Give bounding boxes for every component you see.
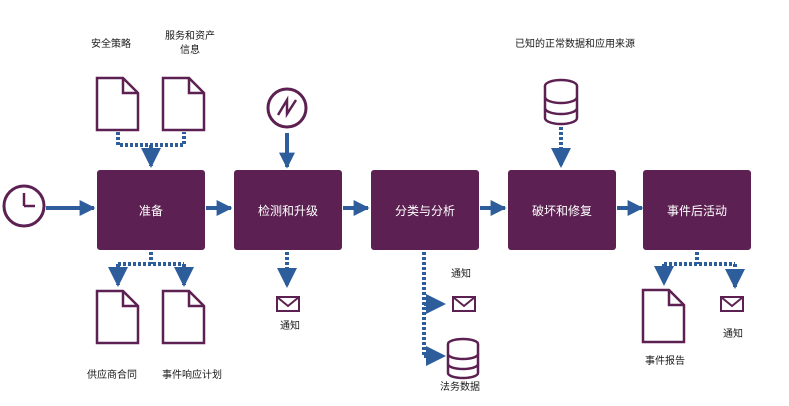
supplier-contract-document-icon [95,289,140,345]
stage-label: 检测和升级 [257,203,318,218]
stage-label: 分类与分析 [394,203,455,218]
stage-label: 事件后活动 [666,203,727,218]
stage-post[interactable]: 事件后活动 [643,170,751,250]
stage-contain[interactable]: 破坏和修复 [508,170,616,250]
post-notify-label: 通知 [723,329,743,340]
known-data-database-icon [543,78,579,126]
prepare-output-connector [108,252,194,287]
security-policy-label: 安全策略 [91,39,131,50]
incident-report-document-icon [641,288,686,344]
known-normal-data-label: 已知的正常数据和应用来源 [515,39,635,50]
supplier-contract-label: 供应商合同 [87,370,137,381]
flow-arrows [46,133,644,216]
service-assets-document-icon [161,76,206,132]
incident-report-label: 事件报告 [645,356,685,367]
stage-prepare[interactable]: 准备 [97,170,205,250]
stage-label: 准备 [138,203,163,218]
post-mail-icon [720,296,744,312]
analyze-mail-icon [452,296,476,312]
detect-notify-label: 通知 [280,321,300,332]
analyze-notify-label: 通知 [451,269,471,280]
forensic-data-label: 法务数据 [440,382,480,393]
service-assets-label-line1: 服务和资产 [165,31,215,42]
analyze-output-connector [422,252,446,366]
stage-label: 破坏和修复 [531,203,592,218]
input-dotted-connector [116,132,186,168]
security-policy-document-icon [95,76,140,132]
detect-mail-icon [276,296,300,312]
response-plan-document-icon [161,289,206,345]
stage-detect[interactable]: 检测和升级 [234,170,342,250]
alert-signal-icon [266,87,308,129]
clock-icon [2,184,46,228]
post-output-connector [654,252,745,289]
service-assets-label-line2: 信息 [180,45,200,56]
stage-analyze[interactable]: 分类与分析 [371,170,479,250]
response-plan-label: 事件响应计划 [162,370,222,381]
forensic-database-icon [446,337,480,380]
